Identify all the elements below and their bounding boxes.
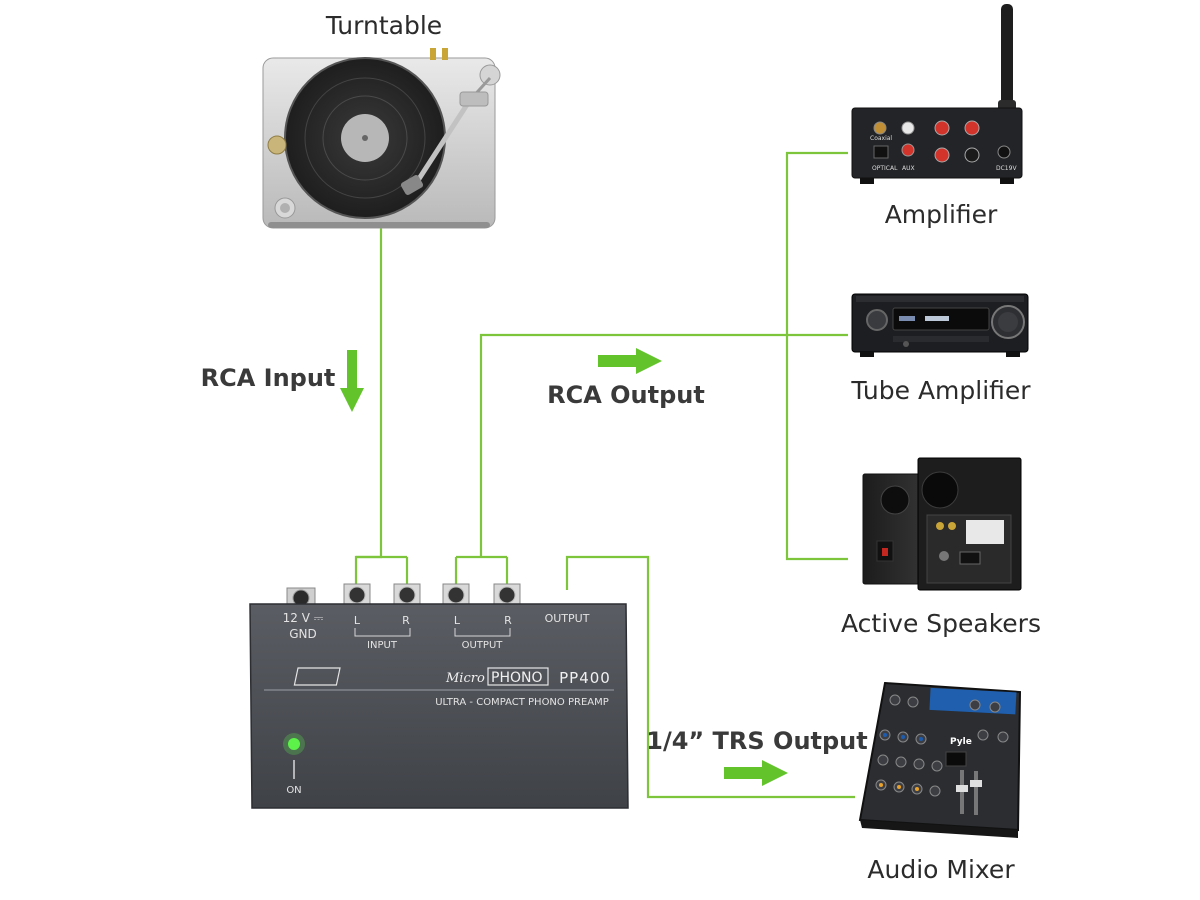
down-arrow-icon bbox=[340, 350, 364, 412]
output-r-jack[interactable] bbox=[493, 583, 521, 607]
audio-mixer-label: Audio Mixer bbox=[867, 855, 1015, 884]
trs-output-line bbox=[565, 555, 855, 799]
tube-amplifier-image bbox=[851, 293, 1029, 357]
power-led bbox=[288, 738, 300, 750]
rca-input-line bbox=[354, 228, 383, 585]
amp-optical-label: OPTICAL bbox=[872, 165, 898, 172]
rca-output-label: RCA Output bbox=[547, 381, 705, 409]
turntable-image bbox=[262, 48, 501, 229]
power-label: 12 V ⎓ bbox=[283, 611, 324, 625]
amp-dc-label: DC19V bbox=[996, 165, 1017, 172]
power-jack bbox=[286, 587, 316, 609]
connection-lines bbox=[354, 151, 855, 799]
input-r-label: R bbox=[402, 614, 410, 627]
mixer-brand-label: Pyle bbox=[950, 737, 972, 747]
audio-mixer-image: Pyle bbox=[858, 681, 1022, 838]
amplifier-image: Coaxial OPTICAL AUX DC19V bbox=[851, 4, 1023, 184]
amplifier-label: Amplifier bbox=[885, 200, 998, 229]
brand-micro-text: Micro bbox=[445, 671, 485, 686]
trs-jack-label: OUTPUT bbox=[545, 612, 590, 625]
on-label: ON bbox=[286, 785, 301, 796]
phono-preamp: 12 V ⎓ GND L R INPUT L R OUTPUT OUTPUT M… bbox=[249, 583, 629, 809]
input-l-label: L bbox=[354, 614, 361, 627]
amp-branch-line bbox=[785, 151, 848, 561]
output-l-jack[interactable] bbox=[442, 583, 470, 607]
right-arrow-icon-trs bbox=[724, 760, 788, 786]
gnd-label: GND bbox=[289, 627, 317, 641]
input-r-jack[interactable] bbox=[393, 583, 421, 607]
preamp-subtitle: ULTRA - COMPACT PHONO PREAMP bbox=[435, 697, 609, 708]
rca-output-line bbox=[479, 333, 848, 557]
model-text: PP400 bbox=[559, 669, 611, 687]
output-label: OUTPUT bbox=[462, 640, 504, 651]
output-l-label: L bbox=[454, 614, 461, 627]
output-r-label: R bbox=[504, 614, 512, 627]
preamp-brand-logo: Micro PHONO bbox=[293, 667, 549, 686]
turntable-label: Turntable bbox=[325, 11, 442, 40]
rca-input-label: RCA Input bbox=[201, 364, 336, 392]
active-speakers-image bbox=[862, 457, 1022, 591]
trs-output-label: 1/4” TRS Output bbox=[646, 727, 867, 755]
brand-phono-text: PHONO bbox=[491, 670, 542, 686]
input-l-jack[interactable] bbox=[343, 583, 371, 607]
amp-coax-label: Coaxial bbox=[870, 135, 892, 142]
input-label: INPUT bbox=[367, 640, 398, 651]
amp-aux-label: AUX bbox=[902, 165, 915, 172]
active-speakers-label: Active Speakers bbox=[841, 609, 1041, 638]
right-arrow-icon bbox=[598, 348, 662, 374]
tube-amplifier-label: Tube Amplifier bbox=[850, 376, 1031, 405]
